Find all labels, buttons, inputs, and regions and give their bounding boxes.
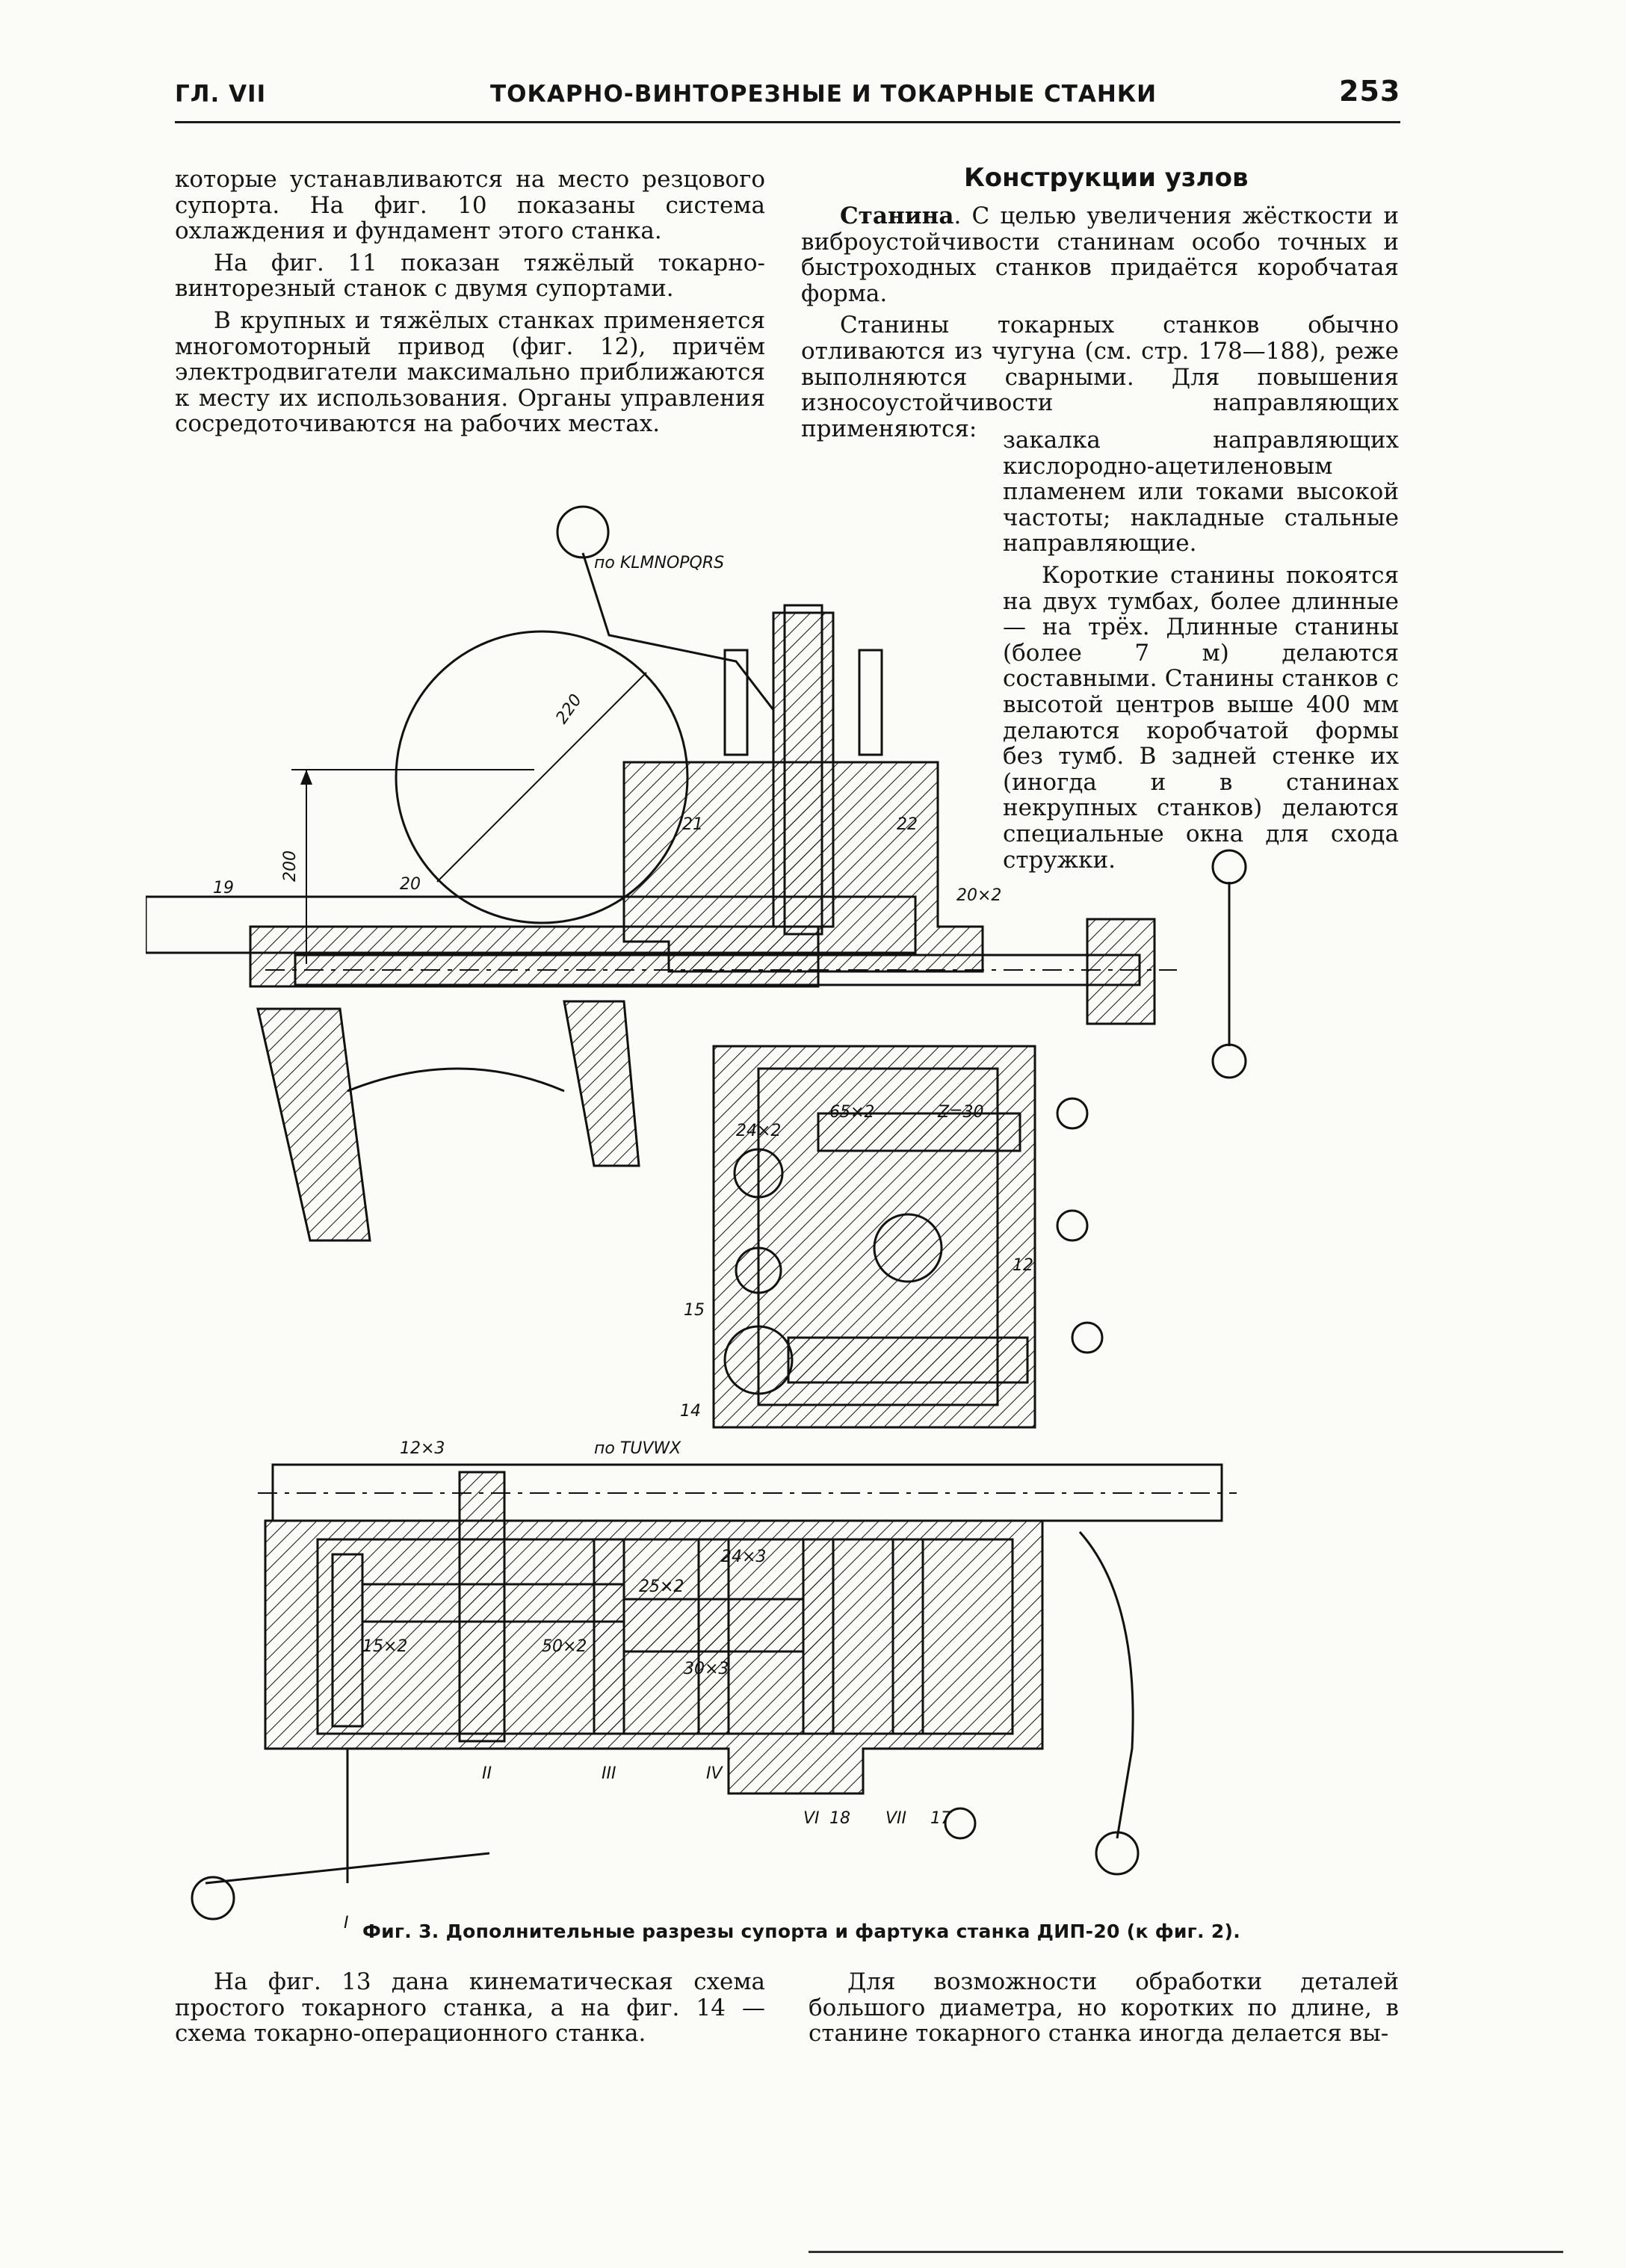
shaft	[817, 1112, 1021, 1152]
upper-section-view: по KLMNOPQRS 220 200 19 20 21 22 20×2 24…	[146, 505, 1247, 1429]
figure-caption: Фиг. 3. Дополнительные разрезы супорта и…	[362, 1921, 1241, 1942]
handle-knob	[191, 1876, 235, 1921]
right-column-wrapped: закалка направляющих кислородно-ацетилен…	[1003, 427, 1399, 873]
handle-knob	[556, 505, 610, 559]
bolt	[723, 649, 749, 756]
paragraph-text: . С целью увеличения жёсткости и виброус…	[801, 203, 1399, 307]
callout: 65×2	[829, 1103, 874, 1122]
callout: 14	[680, 1402, 701, 1421]
apron-housing	[264, 1519, 1044, 1795]
handle-knob	[1071, 1321, 1104, 1354]
vertical-screw	[772, 611, 835, 928]
callout: 30×3	[684, 1660, 729, 1678]
header-rule	[175, 121, 1400, 123]
callout: 18	[829, 1809, 850, 1828]
roman-label: II	[482, 1764, 492, 1783]
section-label: по KLMNOPQRS	[594, 554, 724, 572]
lower-section-view: по TUVWX 12×3 15×2 50×2 25×2 24×3 30×3 I…	[191, 1439, 1237, 1932]
gear	[733, 1148, 784, 1199]
running-header-title: ТОКАРНО-ВИНТОРЕЗНЫЕ И ТОКАРНЫЕ СТАНКИ	[490, 81, 1157, 108]
callout: 20×2	[956, 886, 1001, 905]
bottom-left-column: На фиг. 13 дана кинематическая схема про…	[175, 1969, 765, 2047]
paragraph: На фиг. 13 дана кинематическая схема про…	[175, 1968, 765, 2048]
handle-knob	[1211, 849, 1247, 885]
bed-leg	[563, 1000, 640, 1167]
callout: 24×3	[721, 1548, 766, 1566]
saddle	[249, 925, 820, 988]
paragraph: На фиг. 11 показан тяжёлый токарно-винто…	[175, 249, 765, 303]
shaft	[787, 1336, 1029, 1384]
arrow-head	[300, 770, 312, 785]
callout: 22	[897, 815, 918, 834]
paragraph: Для возможности обработки деталей большо…	[809, 1968, 1399, 2048]
handle-knob	[1211, 1043, 1247, 1079]
paragraph: закалка направляющих кислородно-ацетилен…	[1003, 427, 1399, 557]
roman-label: VII	[885, 1809, 906, 1828]
bottom-scan-edge	[809, 2251, 1563, 2253]
handwheel-spoke	[205, 1852, 490, 1885]
paragraph: Станина. С целью увеличения жёсткости и …	[801, 203, 1399, 306]
callout: 20	[400, 875, 421, 894]
lever	[1078, 1531, 1134, 1839]
page-number: 253	[1339, 75, 1401, 108]
paragraph: которые устанавливаются на место резцово…	[175, 166, 765, 245]
paragraph-lead: Станина	[840, 203, 954, 229]
dimension-label: 200	[281, 850, 300, 882]
gear-shaft-I	[331, 1553, 364, 1728]
callout: 50×2	[542, 1637, 587, 1656]
hand-wheel-hub	[1086, 918, 1156, 1025]
left-column: которые устанавливаются на место резцово…	[175, 167, 765, 437]
callout: 19	[213, 879, 234, 897]
callout: 12	[1013, 1256, 1033, 1275]
running-header-chapter: ГЛ. VII	[175, 81, 267, 108]
paragraph: Станины токарных станков обычно отливают…	[801, 312, 1399, 442]
right-column: Станина. С целью увеличения жёсткости и …	[801, 203, 1399, 442]
callout: Z=30	[937, 1103, 984, 1122]
roman-label: III	[602, 1764, 616, 1783]
handle-knob	[944, 1807, 977, 1840]
gear-shaft-VI	[802, 1538, 835, 1735]
callout: 21	[682, 815, 703, 834]
handle-knob	[1056, 1097, 1089, 1130]
bottom-right-column: Для возможности обработки деталей большо…	[809, 1969, 1399, 2047]
handle-knob	[1095, 1831, 1140, 1876]
callout: 24×2	[736, 1122, 781, 1140]
roman-label: I	[344, 1914, 349, 1932]
technical-drawing: по KLMNOPQRS 220 200 19 20 21 22 20×2 24…	[146, 505, 1247, 1932]
paragraph: В крупных и тяжёлых станках применяется …	[175, 306, 765, 438]
handle-knob	[1056, 1209, 1089, 1242]
gear	[735, 1246, 782, 1294]
bed-leg	[256, 1007, 371, 1242]
roman-label: VI	[803, 1809, 820, 1828]
section-heading: Конструкции узлов	[964, 163, 1249, 193]
gear-shaft-II	[458, 1471, 506, 1743]
diameter-line	[436, 672, 647, 883]
callout: 15	[684, 1301, 705, 1320]
callout: 12×3	[400, 1439, 445, 1458]
section-label: по TUVWX	[594, 1439, 681, 1458]
callout: 17	[930, 1809, 951, 1828]
dimension-label: 220	[552, 691, 586, 728]
gear-shaft-VII	[891, 1538, 924, 1735]
apron-cavity	[757, 1067, 999, 1406]
handle-lever	[581, 552, 775, 711]
bolt	[858, 649, 883, 756]
apron-cavity	[316, 1538, 1014, 1735]
callout: 25×2	[639, 1578, 684, 1596]
roman-label: IV	[706, 1764, 723, 1783]
paragraph: Короткие станины покоятся на двух тумбах…	[1003, 561, 1399, 874]
callout: 15×2	[362, 1637, 407, 1656]
bed-arch	[347, 1067, 565, 1093]
gear-block	[622, 1598, 805, 1653]
worm-gear	[873, 1213, 943, 1283]
gear-shaft-III	[593, 1538, 625, 1735]
